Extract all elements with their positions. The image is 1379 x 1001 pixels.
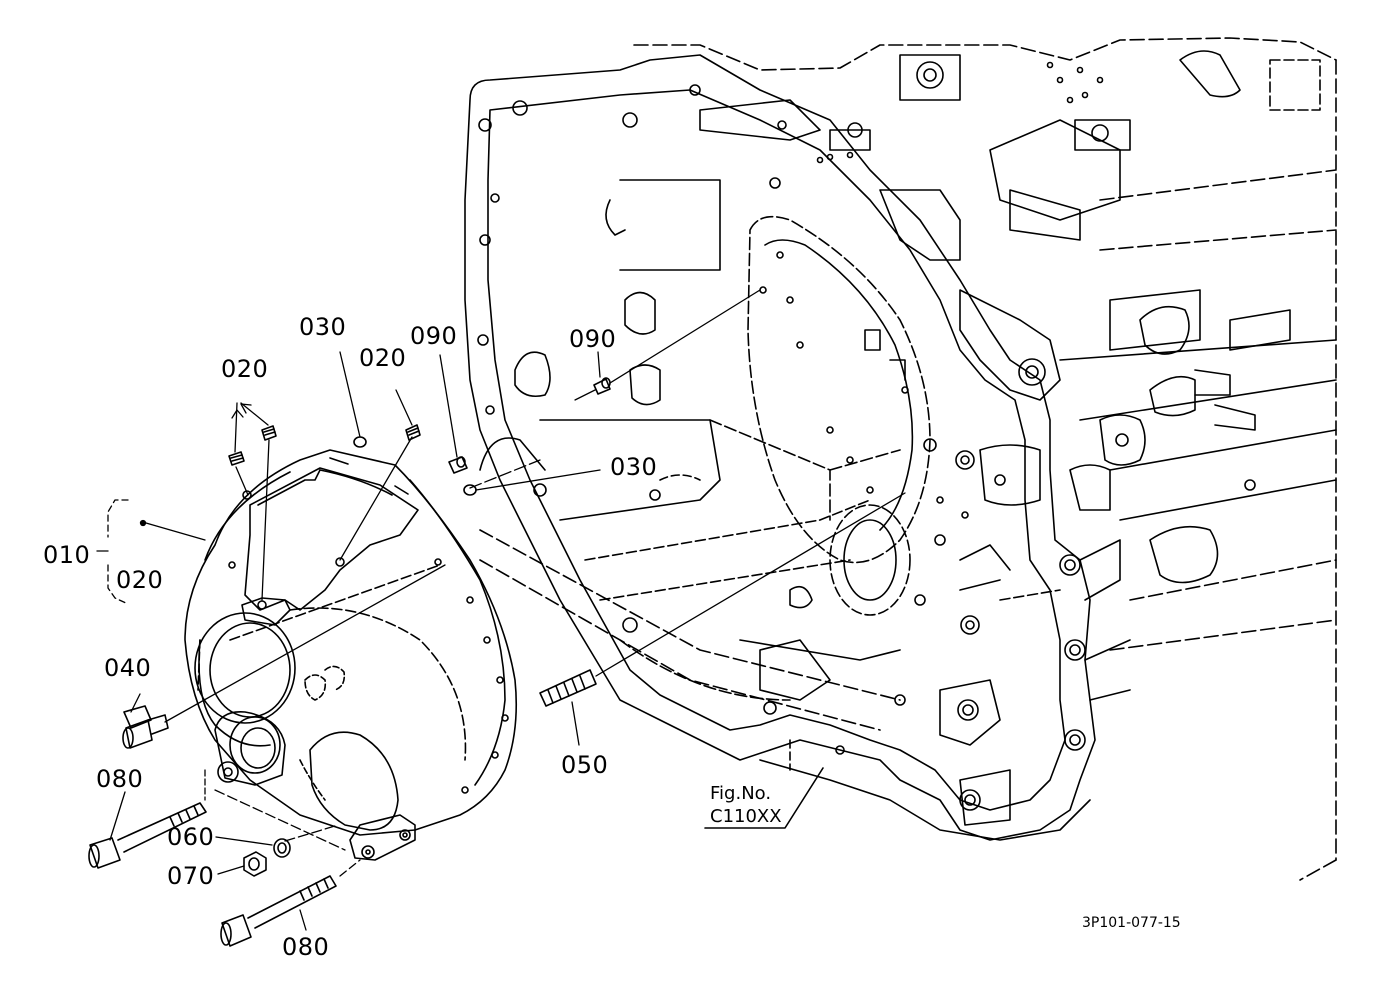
part-label-010: 010 — [43, 541, 91, 569]
part-label-030-top: 030 — [299, 313, 347, 341]
bolt-040 — [123, 706, 168, 748]
pin-090-a — [449, 457, 467, 473]
nut-070 — [244, 852, 266, 876]
figure-ref-line1: Fig.No. — [710, 783, 772, 804]
part-label-050: 050 — [561, 751, 609, 779]
figure-ref-line2: C110XX — [710, 806, 782, 827]
bolt-080-b — [221, 876, 336, 946]
pin-090-b — [594, 378, 610, 394]
part-label-090-right: 090 — [569, 325, 617, 353]
part-label-070: 070 — [167, 862, 215, 890]
plug-020-c — [406, 425, 420, 440]
part-label-090-top: 090 — [410, 322, 458, 350]
part-label-060: 060 — [167, 823, 215, 851]
fig-ref-pointer — [705, 768, 823, 828]
oring-030-a — [354, 437, 366, 447]
drawing-code: 3P101-077-15 — [1082, 915, 1181, 931]
part-label-020-right: 020 — [359, 344, 407, 372]
part-label-030-right: 030 — [610, 453, 658, 481]
stud-050 — [540, 670, 596, 706]
part-label-080-top: 080 — [96, 765, 144, 793]
plug-020-b — [262, 426, 276, 440]
leader-lines — [97, 290, 905, 930]
part-label-020-left: 020 — [221, 355, 269, 383]
washer-060 — [274, 839, 290, 857]
transmission-case — [465, 38, 1336, 880]
plug-020-a — [229, 452, 244, 465]
part-label-080-bottom: 080 — [282, 933, 330, 961]
bolt-080-a — [89, 803, 206, 868]
part-label-040: 040 — [104, 654, 152, 682]
part-label-020-group: 020 — [116, 566, 164, 594]
